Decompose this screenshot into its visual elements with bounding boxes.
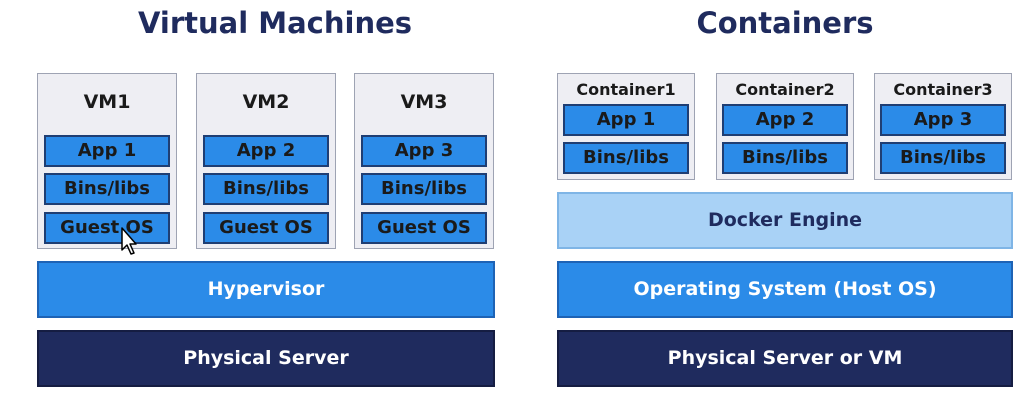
container2-bins: Bins/libs (722, 142, 848, 174)
vm1-guest-os: Guest OS (44, 212, 170, 244)
vm3-box: VM3 App 3 Bins/libs Guest OS (354, 73, 494, 249)
vm1-app: App 1 (44, 135, 170, 167)
vm2-app: App 2 (203, 135, 329, 167)
vm1-label: VM1 (83, 91, 131, 113)
container3-box: Container3 App 3 Bins/libs (874, 73, 1012, 180)
container2-label: Container2 (735, 80, 835, 99)
container1-label: Container1 (576, 80, 676, 99)
container3-app: App 3 (880, 104, 1006, 136)
hypervisor-layer: Hypervisor (37, 261, 495, 318)
vm2-box: VM2 App 2 Bins/libs Guest OS (196, 73, 336, 249)
vm2-guest-os: Guest OS (203, 212, 329, 244)
vm1-bins: Bins/libs (44, 173, 170, 205)
container1-box: Container1 App 1 Bins/libs (557, 73, 695, 180)
vm3-app: App 3 (361, 135, 487, 167)
host-os-layer: Operating System (Host OS) (557, 261, 1013, 318)
container2-app: App 2 (722, 104, 848, 136)
vm-title: Virtual Machines (137, 6, 413, 40)
container1-bins: Bins/libs (563, 142, 689, 174)
physical-server-or-vm-layer: Physical Server or VM (557, 330, 1013, 387)
container3-bins: Bins/libs (880, 142, 1006, 174)
vm3-label: VM3 (400, 91, 448, 113)
vm2-bins: Bins/libs (203, 173, 329, 205)
container3-label: Container3 (893, 80, 993, 99)
vm3-bins: Bins/libs (361, 173, 487, 205)
container2-box: Container2 App 2 Bins/libs (716, 73, 854, 180)
vm2-label: VM2 (242, 91, 290, 113)
vm1-box: VM1 App 1 Bins/libs Guest OS (37, 73, 177, 249)
physical-server-layer: Physical Server (37, 330, 495, 387)
docker-engine-layer: Docker Engine (557, 192, 1013, 249)
vm3-guest-os: Guest OS (361, 212, 487, 244)
mouse-cursor-icon (121, 227, 137, 255)
container1-app: App 1 (563, 104, 689, 136)
containers-title: Containers (696, 6, 874, 40)
